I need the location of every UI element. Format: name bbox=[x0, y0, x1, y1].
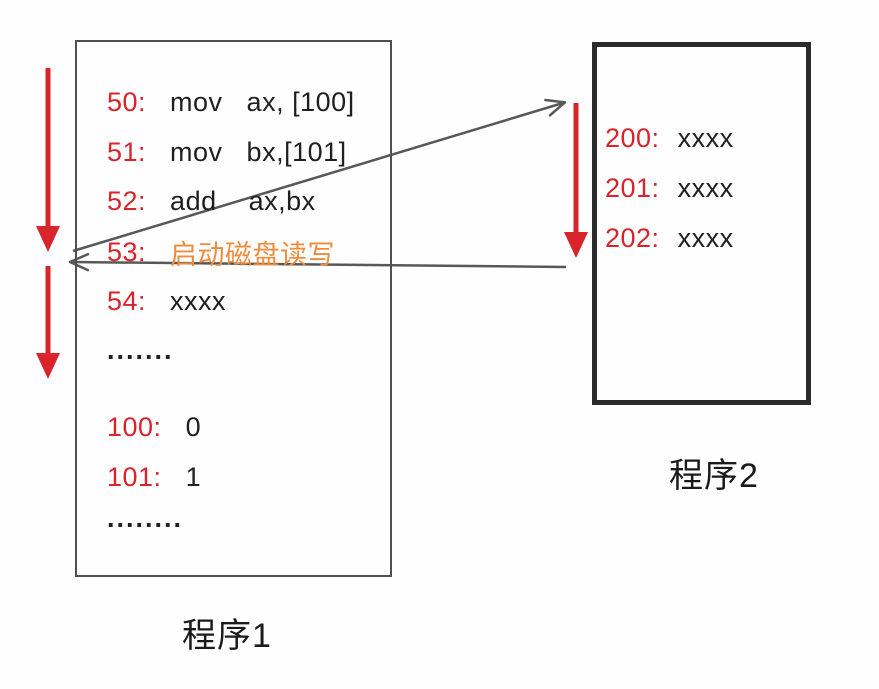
line-number: 101: bbox=[107, 461, 162, 492]
code-line-201: 201: xxxx bbox=[605, 170, 734, 206]
instruction-text-disk-io: 启动磁盘读写 bbox=[170, 239, 336, 270]
code-line-52: 52: add ax,bx bbox=[107, 183, 316, 219]
instruction-text: xxxx bbox=[677, 172, 734, 203]
line-number: 201: bbox=[605, 172, 660, 203]
program1-box: 50: mov ax, [100] 51: mov bx,[101] 52: add … bbox=[75, 40, 392, 577]
code-line-53: 53: 启动磁盘读写 bbox=[107, 234, 335, 270]
instruction-text: mov ax, [100] bbox=[170, 86, 355, 117]
program2-box: 200: xxxx 201: xxxx 202: xxxx bbox=[592, 42, 811, 405]
instruction-text: xxxx bbox=[677, 222, 734, 253]
data-line-100: 100: 0 bbox=[107, 409, 201, 445]
program2-label: 程序2 bbox=[669, 457, 759, 495]
instruction-text: add ax,bx bbox=[170, 185, 316, 216]
line-number: 50: bbox=[107, 86, 147, 117]
data-value: 1 bbox=[185, 461, 202, 492]
instruction-text: xxxx bbox=[170, 285, 227, 316]
code-line-51: 51: mov bx,[101] bbox=[107, 134, 347, 170]
ellipsis-text: ....... bbox=[107, 334, 174, 365]
code-line-200: 200: xxxx bbox=[605, 120, 734, 156]
code-line-202: 202: xxxx bbox=[605, 220, 734, 256]
line-number: 54: bbox=[107, 285, 147, 316]
ellipsis-row: ....... bbox=[107, 332, 174, 368]
ellipsis-row: ........ bbox=[107, 500, 183, 536]
line-number: 200: bbox=[605, 122, 660, 153]
ellipsis-text: ........ bbox=[107, 502, 184, 533]
code-line-50: 50: mov ax, [100] bbox=[107, 84, 355, 120]
line-number: 100: bbox=[107, 411, 162, 442]
program1-label: 程序1 bbox=[182, 617, 272, 655]
line-number: 51: bbox=[107, 136, 147, 167]
instruction-text: mov bx,[101] bbox=[170, 136, 347, 167]
code-line-54: 54: xxxx bbox=[107, 283, 226, 319]
data-value: 0 bbox=[185, 411, 202, 442]
line-number: 52: bbox=[107, 185, 147, 216]
data-line-101: 101: 1 bbox=[107, 459, 201, 495]
line-number: 202: bbox=[605, 222, 660, 253]
line-number: 53: bbox=[107, 236, 147, 267]
instruction-text: xxxx bbox=[677, 122, 734, 153]
